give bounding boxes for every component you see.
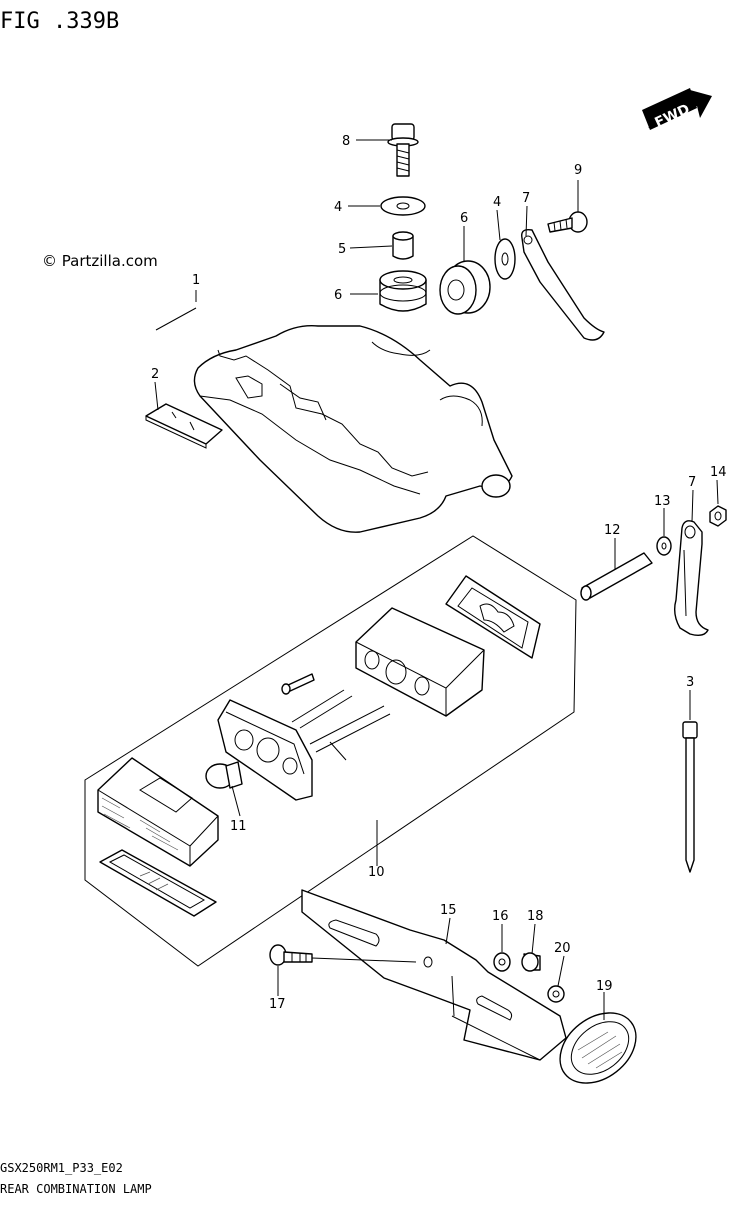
lens-gasket	[99, 849, 217, 917]
part-14-nut	[709, 505, 727, 527]
callout-10: 10	[368, 865, 385, 880]
section-title: REAR COMBINATION LAMP	[0, 1182, 152, 1196]
callout-2: 2	[151, 367, 159, 382]
part-9-screw	[547, 211, 588, 233]
callout-16: 16	[492, 909, 509, 924]
part-20-nut	[547, 985, 565, 1003]
part-13-washer	[656, 536, 672, 556]
part-15-bracket	[301, 889, 567, 1061]
callout-6-right: 6	[460, 211, 468, 226]
part-4-washer-upper	[380, 196, 426, 216]
callout-6: 6	[334, 288, 342, 303]
callout-7: 7	[522, 191, 530, 206]
part-7-bracket-upper	[521, 228, 605, 341]
part-6-grommet-left	[379, 270, 427, 312]
part-17-screw	[269, 944, 313, 966]
callout-19: 19	[596, 979, 613, 994]
part-16-washer	[493, 952, 511, 972]
callout-5: 5	[338, 242, 346, 257]
partzilla-watermark: © Partzilla.com	[42, 252, 158, 270]
figure-label: FIG .339B	[0, 9, 119, 34]
lamp-seal-gasket	[445, 575, 541, 659]
lamp-socket-block	[355, 607, 485, 717]
part-6-grommet-right	[439, 260, 491, 315]
callout-1: 1	[192, 273, 200, 288]
part-18-collar	[521, 952, 541, 972]
screw-small	[281, 673, 315, 695]
model-code: GSX250RM1_P33_E02	[0, 1161, 123, 1175]
part-4-washer-right	[494, 238, 516, 280]
part-7-bracket-lower	[673, 520, 709, 637]
callout-8: 8	[342, 134, 350, 149]
part-19-reflector	[559, 1012, 637, 1084]
assembly-10-boundary	[84, 535, 577, 967]
screw-17-path	[311, 957, 417, 963]
callout-14: 14	[710, 465, 727, 480]
part-8-bolt	[387, 123, 419, 177]
part-5-collar	[392, 231, 414, 260]
callout-20: 20	[554, 941, 571, 956]
callout-18: 18	[527, 909, 544, 924]
part-2-pad	[145, 403, 223, 449]
callout-3: 3	[686, 675, 694, 690]
callout-12: 12	[604, 523, 621, 538]
leader-lines	[154, 139, 719, 1020]
callout-15: 15	[440, 903, 457, 918]
part-11-bulb	[205, 761, 243, 789]
lamp-lens	[97, 757, 219, 867]
callout-11: 11	[230, 819, 247, 834]
part-3-cable-tie	[682, 721, 698, 873]
lamp-base-plate	[217, 689, 391, 801]
callout-13: 13	[654, 494, 671, 509]
callout-7-right: 7	[688, 475, 696, 490]
lamp-housing	[193, 325, 513, 533]
callout-9: 9	[574, 163, 582, 178]
callout-4: 4	[334, 200, 342, 215]
fwd-arrow-icon: FWD	[642, 88, 712, 131]
part-12-rod	[580, 552, 653, 601]
callout-17: 17	[269, 997, 286, 1012]
callout-4-right: 4	[493, 195, 501, 210]
